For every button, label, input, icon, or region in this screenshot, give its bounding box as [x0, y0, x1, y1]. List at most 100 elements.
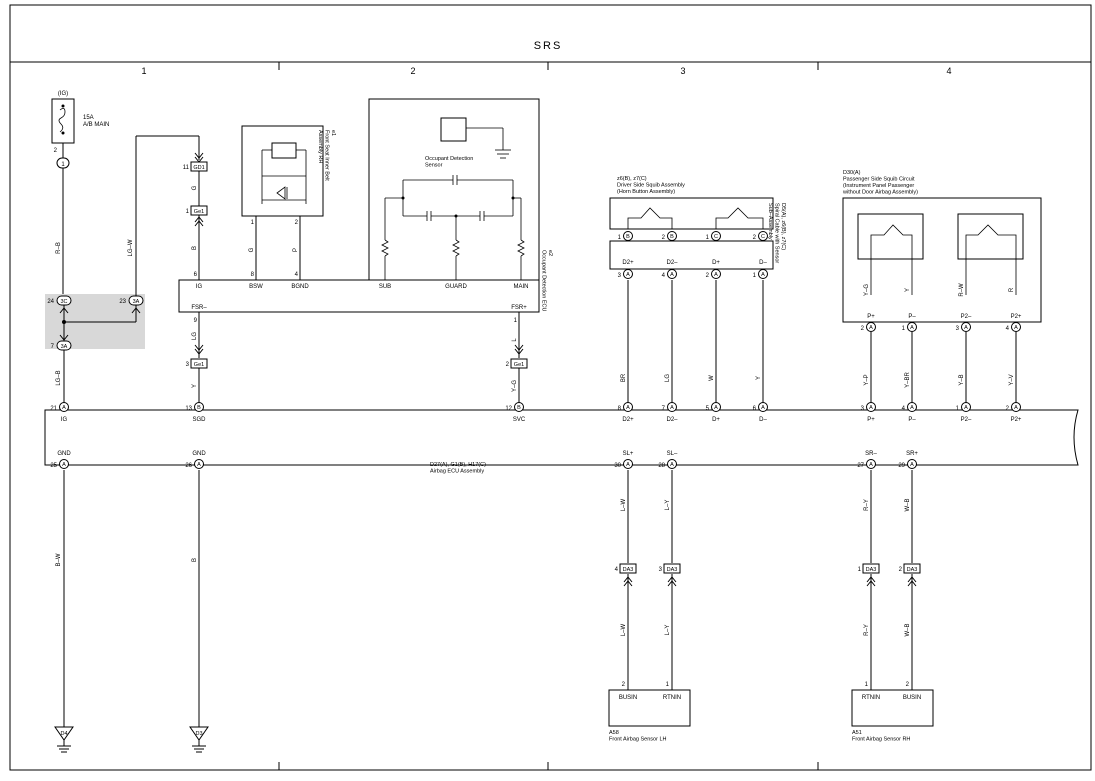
- svg-text:2: 2: [662, 235, 666, 241]
- svg-text:3: 3: [659, 567, 663, 573]
- svg-text:Ge1: Ge1: [194, 362, 204, 368]
- svg-text:21: 21: [50, 406, 57, 412]
- svg-text:BGND: BGND: [291, 284, 309, 290]
- svg-text:R: R: [1009, 287, 1015, 292]
- ecu-pin-label: D+: [712, 417, 720, 423]
- svg-text:3: 3: [186, 362, 190, 368]
- svg-text:1: 1: [61, 162, 65, 168]
- svg-text:L–Y: L–Y: [665, 625, 671, 636]
- svg-text:D2–: D2–: [666, 260, 678, 266]
- svg-text:A: A: [714, 405, 718, 411]
- svg-text:L–Y: L–Y: [665, 500, 671, 511]
- svg-text:R–Y: R–Y: [864, 499, 870, 511]
- svg-text:A: A: [964, 405, 968, 411]
- ecu-pin-label: GND: [192, 451, 206, 457]
- svg-text:A: A: [761, 405, 765, 411]
- junction-connector: 24 3C 23 3A 7 3A: [47, 295, 144, 351]
- svg-text:A/B MAIN: A/B MAIN: [83, 122, 109, 128]
- svg-text:W–B: W–B: [905, 623, 911, 636]
- svg-text:11: 11: [183, 165, 190, 171]
- column-number: 4: [946, 66, 951, 76]
- svg-text:P+: P+: [867, 314, 875, 320]
- svg-text:13: 13: [185, 406, 192, 412]
- svg-text:R–B: R–B: [56, 242, 62, 254]
- svg-text:25: 25: [50, 463, 57, 469]
- svg-text:B: B: [192, 246, 198, 250]
- diagram-frame: [9, 4, 1092, 771]
- svg-text:7: 7: [51, 344, 55, 350]
- column-markers: 1 2 3 4: [141, 62, 952, 770]
- svg-text:A: A: [910, 405, 914, 411]
- ecu-pin-label: P–: [908, 417, 916, 423]
- svg-text:15A: 15A: [83, 115, 94, 121]
- ecu-pin-label: P2+: [1011, 417, 1022, 423]
- svg-text:1: 1: [618, 235, 622, 241]
- svg-text:G: G: [249, 247, 255, 252]
- svg-text:B–W: B–W: [56, 553, 62, 566]
- svg-text:MAIN: MAIN: [514, 284, 529, 290]
- ecu-pin-label: D2–: [666, 417, 678, 423]
- svg-text:7: 7: [662, 406, 666, 412]
- svg-text:B: B: [192, 558, 198, 562]
- svg-text:A: A: [197, 462, 201, 468]
- svg-text:2: 2: [295, 220, 299, 226]
- svg-text:A: A: [869, 325, 873, 331]
- svg-text:R–W: R–W: [959, 283, 965, 297]
- svg-text:Y–G: Y–G: [864, 284, 870, 296]
- svg-text:2: 2: [753, 235, 757, 241]
- svg-text:2: 2: [899, 567, 903, 573]
- svg-text:26: 26: [185, 463, 192, 469]
- svg-text:B: B: [626, 234, 630, 240]
- svg-text:24: 24: [47, 299, 54, 305]
- svg-text:4: 4: [662, 273, 666, 279]
- svg-text:RTNIN: RTNIN: [663, 695, 681, 701]
- svg-text:z6(B), z7(C)Driver Side Squib: z6(B), z7(C)Driver Side Squib Assembly(H…: [617, 176, 685, 195]
- svg-text:A: A: [62, 405, 66, 411]
- svg-text:BUSIN: BUSIN: [903, 695, 921, 701]
- svg-text:1: 1: [251, 220, 255, 226]
- svg-text:W: W: [709, 375, 715, 381]
- svg-text:1: 1: [902, 326, 906, 332]
- svg-text:D30(A)Passenger Side Squib Cir: D30(A)Passenger Side Squib Circuit(Instr…: [842, 170, 918, 196]
- svg-text:2: 2: [1006, 406, 1010, 412]
- svg-text:L–W: L–W: [621, 498, 627, 511]
- ecu-pin-label: GND: [57, 451, 71, 457]
- svg-text:23: 23: [119, 299, 126, 305]
- svg-text:1: 1: [186, 209, 190, 215]
- ecu-pin-label: P2–: [961, 417, 972, 423]
- svg-text:1: 1: [956, 406, 960, 412]
- svg-text:IG: IG: [196, 284, 203, 290]
- svg-text:3: 3: [956, 326, 960, 332]
- svg-text:LG–W: LG–W: [128, 239, 134, 256]
- ecu-pin-label: D2+: [622, 417, 634, 423]
- svg-text:3A: 3A: [133, 299, 140, 305]
- svg-text:LG–B: LG–B: [56, 370, 62, 385]
- svg-text:GD1: GD1: [193, 165, 204, 171]
- svg-text:FSR–: FSR–: [191, 305, 207, 311]
- svg-text:A: A: [670, 462, 674, 468]
- svg-text:30: 30: [614, 463, 621, 469]
- svg-text:8: 8: [618, 406, 622, 412]
- svg-text:DA3: DA3: [907, 567, 918, 573]
- svg-text:A: A: [1014, 325, 1018, 331]
